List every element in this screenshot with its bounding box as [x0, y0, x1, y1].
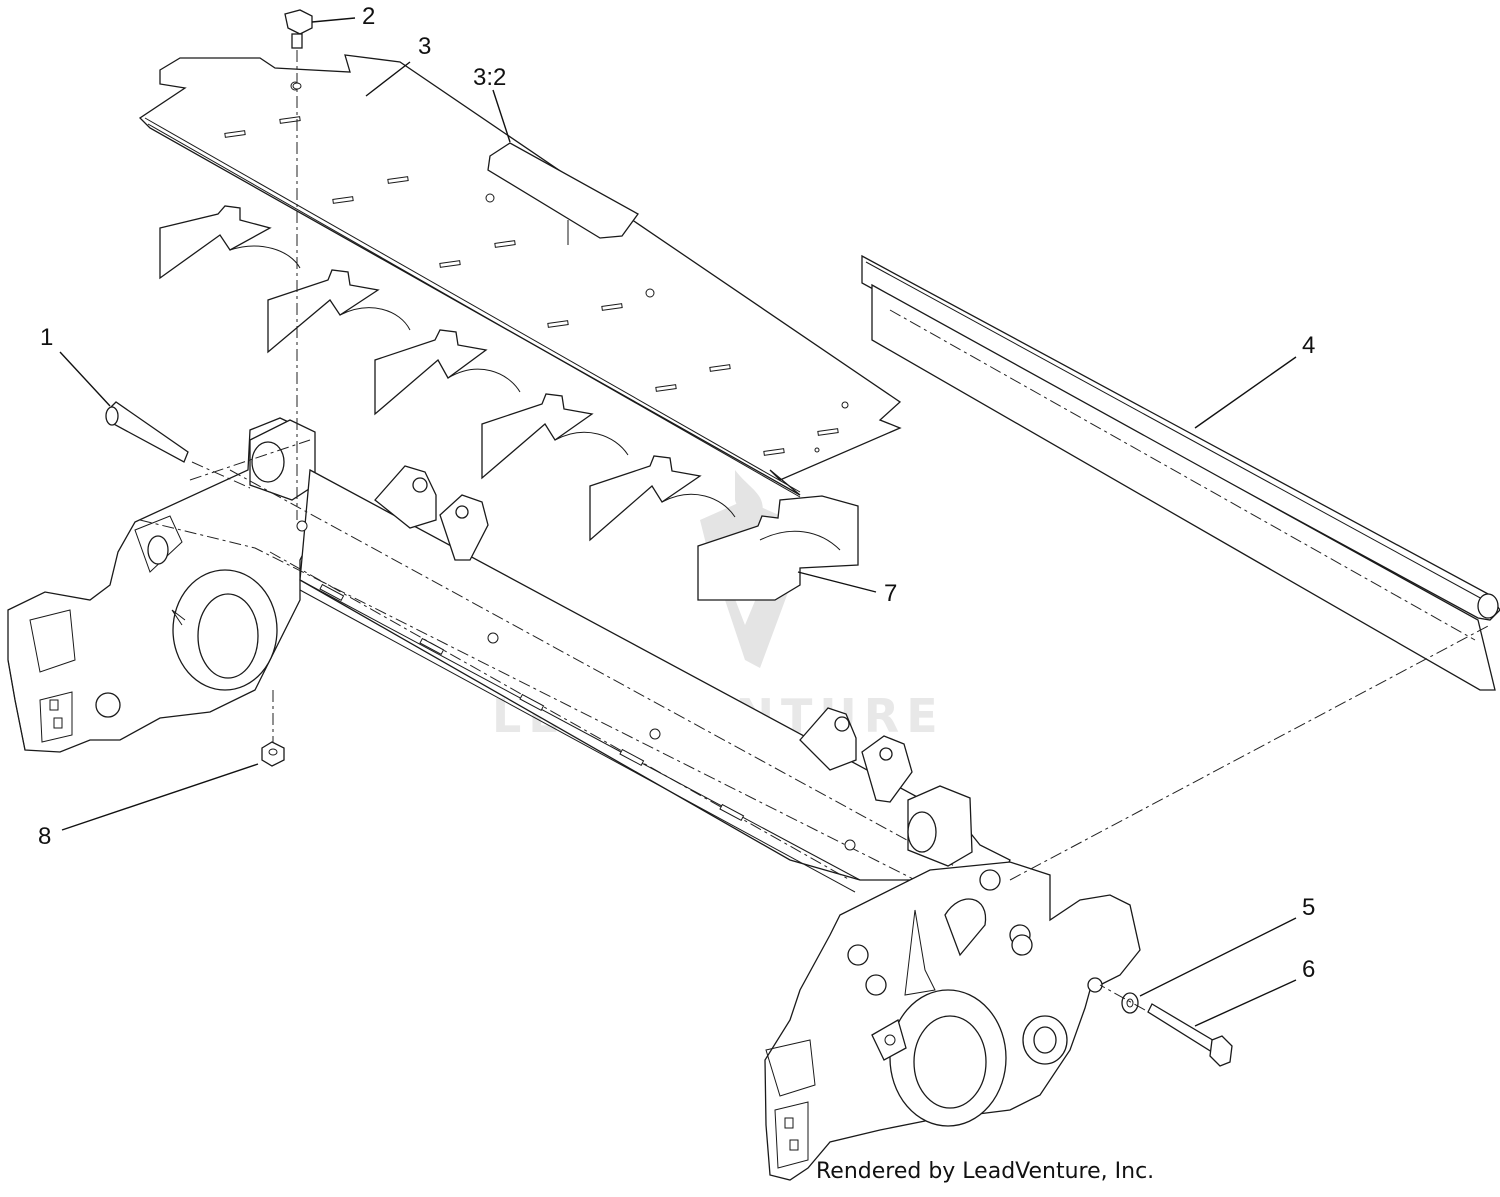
- callout-1: 1: [40, 324, 53, 351]
- callout-4: 4: [1302, 332, 1315, 359]
- beam-slots: [319, 583, 745, 821]
- part-6-bolt[interactable]: [1009, 624, 1491, 1067]
- part-8-flange-nut[interactable]: [261, 690, 285, 767]
- part-1-pivot-pin[interactable]: [105, 401, 251, 489]
- callout-5: 5: [1302, 894, 1315, 921]
- callout-3: 3: [418, 33, 431, 60]
- part-2-flange-bolt[interactable]: [284, 9, 313, 520]
- part-3-deflector-plate[interactable]: [138, 54, 902, 498]
- callout-3-2: 3:2: [473, 64, 506, 91]
- deck-frame[interactable]: [7, 417, 1141, 1181]
- render-credit: Rendered by LeadVenture, Inc.: [816, 1159, 1154, 1184]
- leader-lines: [59, 17, 1297, 1027]
- part-5-washer[interactable]: [1121, 992, 1139, 1014]
- part-3-2-decal[interactable]: [487, 142, 639, 245]
- callout-8: 8: [38, 823, 51, 850]
- callout-6: 6: [1302, 956, 1315, 983]
- callout-labels: 1 2 3 3:2 4 5 6 7 8: [38, 3, 1315, 983]
- part-7-baffle-fins[interactable]: [159, 205, 859, 601]
- part-4-roller-guard[interactable]: [861, 254, 1500, 691]
- callout-7: 7: [884, 580, 897, 607]
- callout-2: 2: [362, 3, 375, 30]
